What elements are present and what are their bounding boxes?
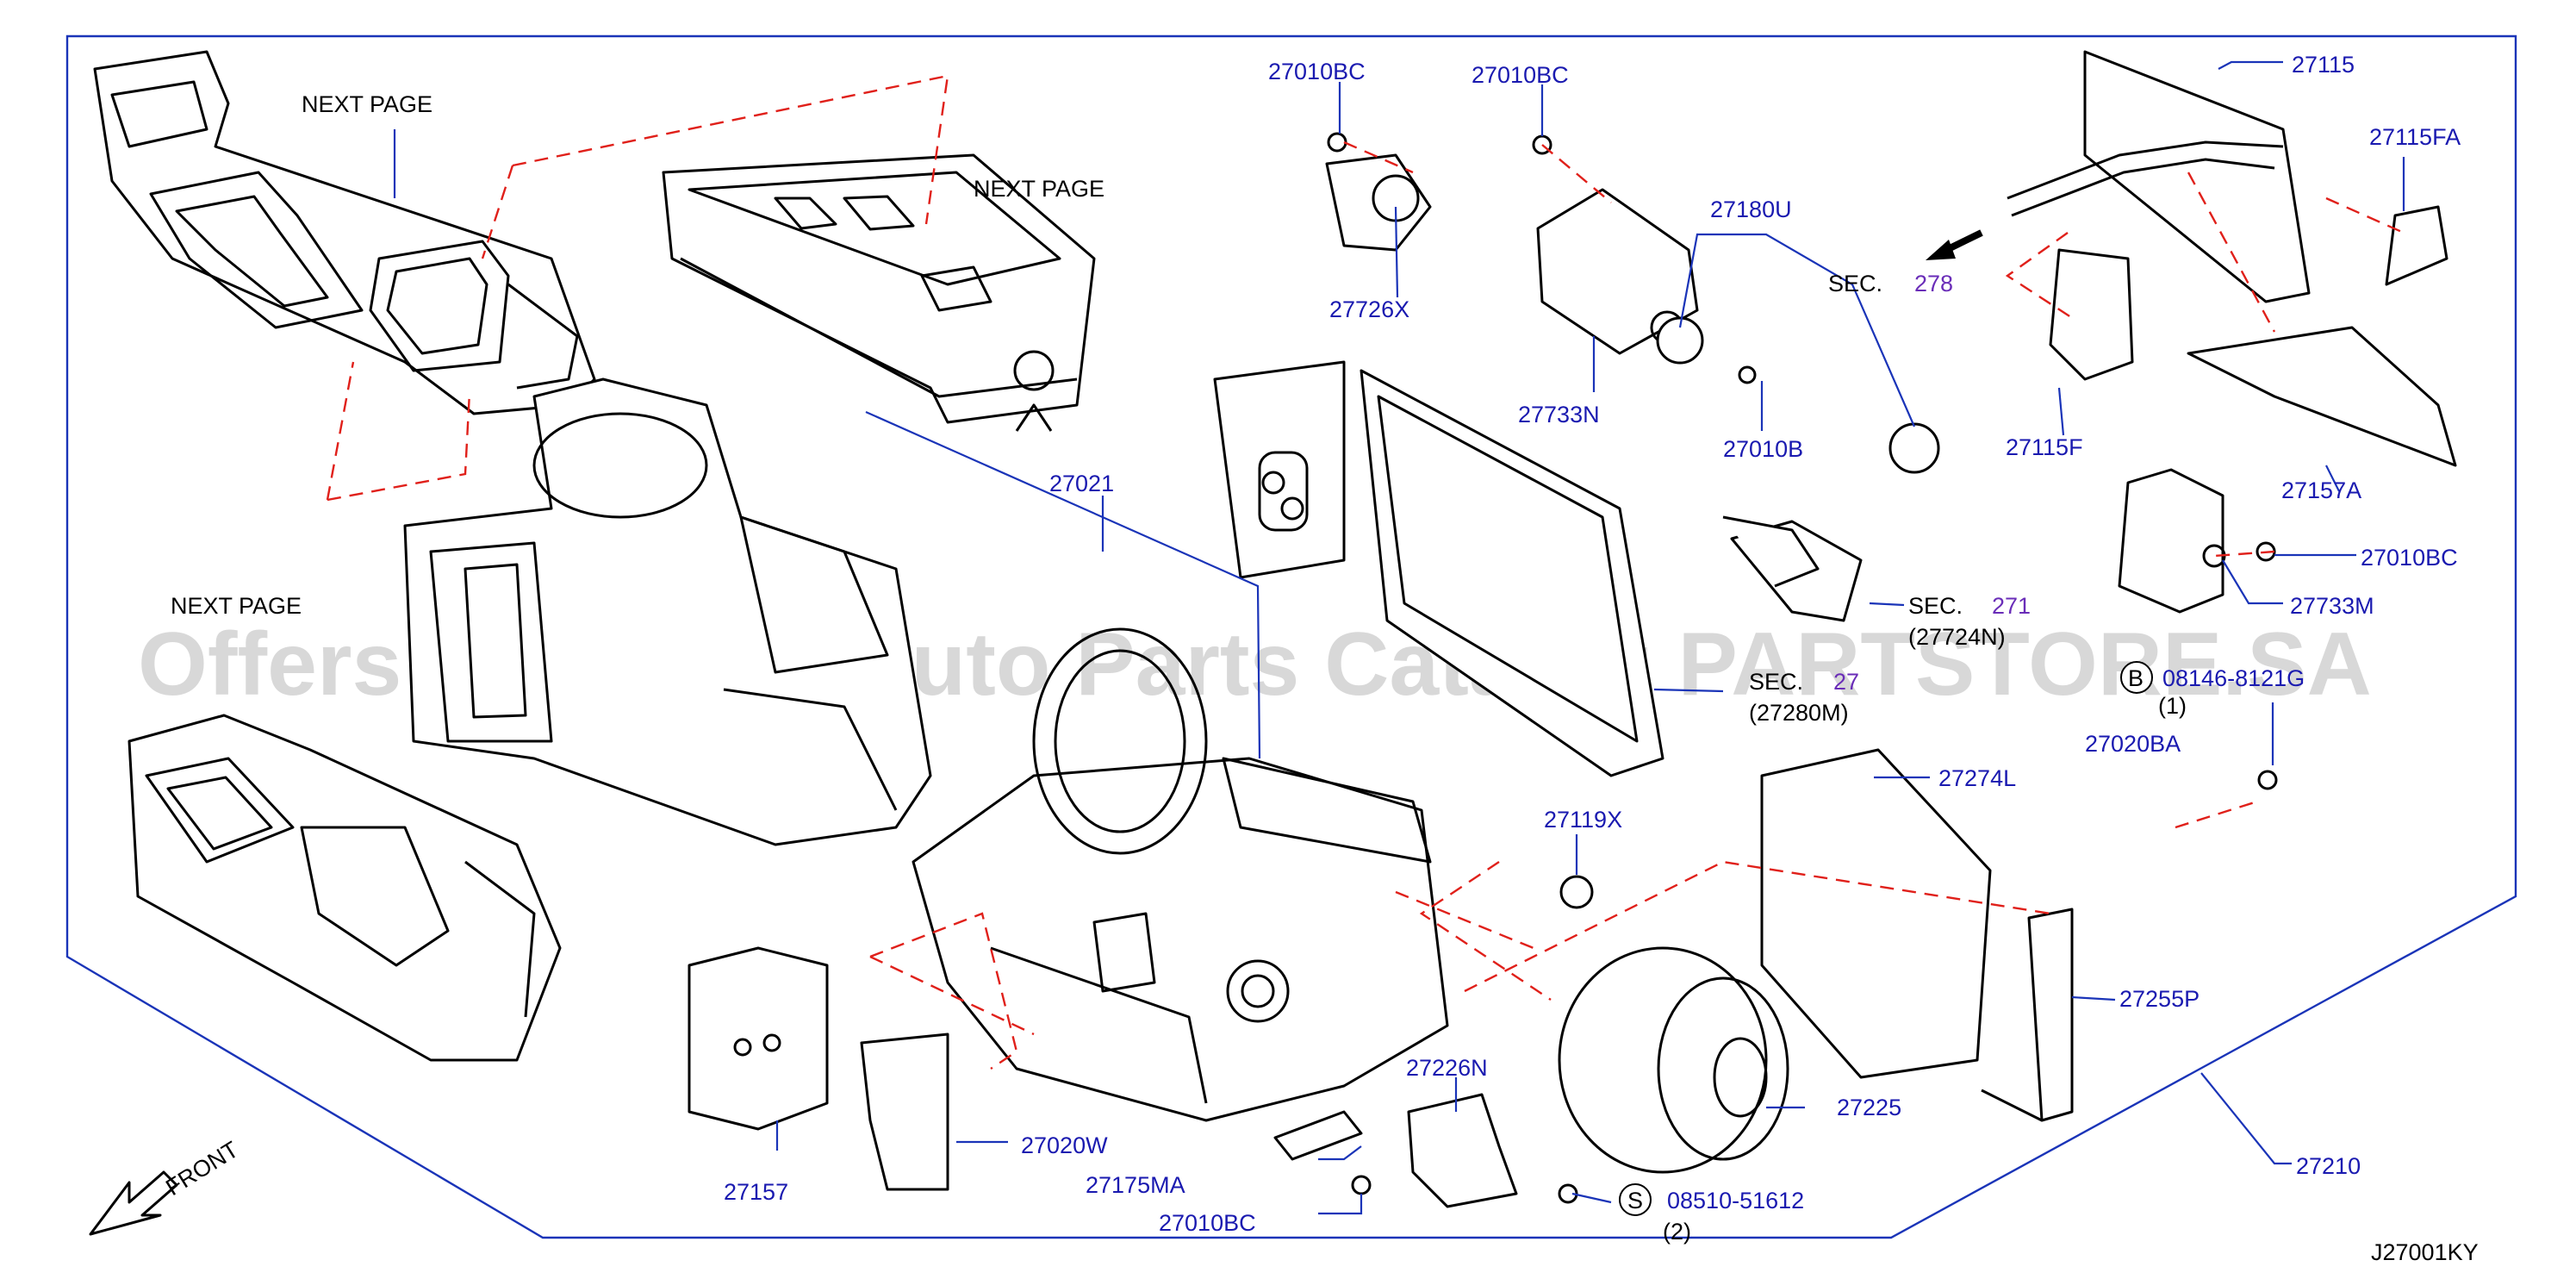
part-27010BC-d[interactable]: 27010BC [1159, 1210, 1256, 1236]
part-27226N[interactable]: 27226N [1406, 1055, 1488, 1081]
next-page-label-1[interactable]: NEXT PAGE [302, 91, 432, 117]
next-page-label-3[interactable]: NEXT PAGE [171, 593, 302, 619]
part-27733N[interactable]: 27733N [1518, 402, 1600, 427]
blower-motor-part [688, 515, 1820, 1208]
callout-b-marker [2120, 661, 2153, 694]
part-27180U[interactable]: 27180U [1710, 197, 1792, 222]
upper-case-part [662, 153, 1096, 432]
dashed-guides [326, 74, 2405, 1070]
part-27274L[interactable]: 27274L [1938, 765, 2016, 791]
sec-27-link[interactable]: 27 [1833, 669, 1859, 695]
actuator-parts [1325, 153, 2226, 909]
evaporator-part [1213, 360, 1664, 777]
bolt-parts [1327, 132, 2278, 1204]
part-27010BC-c[interactable]: 27010BC [2361, 545, 2458, 571]
part-27020BA[interactable]: 27020BA [2085, 731, 2181, 757]
leader-lines [393, 60, 2405, 1215]
bolt-b-part-number[interactable]: 08146-8121G [2162, 665, 2305, 691]
callout-b-letter: B [2128, 665, 2144, 691]
part-27119X[interactable]: 27119X [1544, 807, 1622, 833]
part-27175MA[interactable]: 27175MA [1086, 1172, 1185, 1198]
sec-278-prefix: SEC. [1828, 271, 1882, 296]
part-27733M[interactable]: 27733M [2290, 593, 2374, 619]
callout-s-marker [1619, 1183, 1652, 1216]
sec-278-link[interactable]: 278 [1914, 271, 1953, 296]
sec-27-prefix: SEC. [1749, 669, 1803, 695]
sec-271-sub: (27724N) [1908, 624, 2006, 650]
part-27225[interactable]: 27225 [1837, 1095, 1901, 1120]
aspirator-hose-part [1730, 50, 2457, 622]
screw-s-part-number[interactable]: 08510-51612 [1667, 1188, 1804, 1213]
bolt-b-quantity: (1) [2158, 693, 2187, 719]
assembly-frame [65, 34, 2517, 1239]
sec-271-link[interactable]: 271 [1992, 593, 2031, 619]
screw-s-quantity: (2) [1663, 1219, 1691, 1245]
part-27726X[interactable]: 27726X [1329, 296, 1409, 322]
callout-s-letter: S [1627, 1188, 1643, 1213]
part-27010B[interactable]: 27010B [1723, 436, 1803, 462]
next-page-label-2[interactable]: NEXT PAGE [974, 176, 1104, 202]
lower-duct-part [128, 714, 562, 1062]
sec-271-prefix: SEC. [1908, 593, 1963, 619]
main-case-part [912, 627, 1449, 1122]
sec-27-sub: (27280M) [1749, 700, 1849, 726]
front-label: FRONT [161, 1136, 243, 1201]
part-27010BC-a[interactable]: 27010BC [1268, 59, 1366, 84]
part-27210[interactable]: 27210 [2296, 1153, 2361, 1179]
part-27115FA[interactable]: 27115FA [2369, 124, 2461, 150]
filter-part [1760, 748, 2074, 1122]
blower-case-part [403, 377, 932, 846]
part-27115[interactable]: 27115 [2292, 52, 2355, 78]
part-27157A[interactable]: 27157A [2281, 477, 2361, 503]
part-27255P[interactable]: 27255P [2119, 986, 2200, 1012]
diagram-id: J27001KY [2371, 1239, 2479, 1265]
sec-278-arrowhead-icon [1926, 240, 1956, 260]
front-arrow-icon [89, 1170, 178, 1236]
part-27157[interactable]: 27157 [724, 1179, 788, 1205]
part-27115F[interactable]: 27115F [2006, 434, 2083, 460]
part-27010BC-b[interactable]: 27010BC [1472, 62, 1569, 88]
part-27021[interactable]: 27021 [1049, 471, 1114, 496]
part-27020W[interactable]: 27020W [1021, 1132, 1108, 1158]
